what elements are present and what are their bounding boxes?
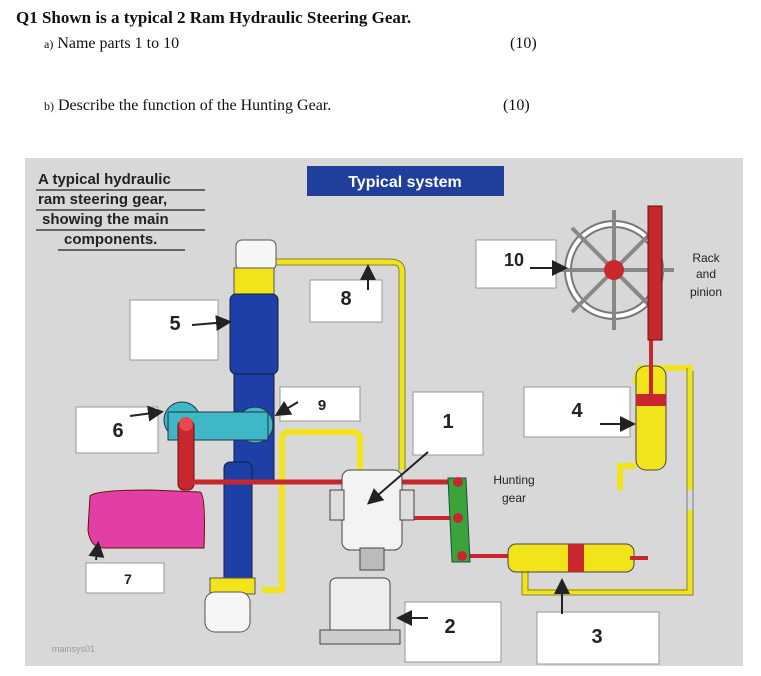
answer-box-6[interactable] <box>75 406 159 454</box>
part-number-8: 8 <box>340 288 351 310</box>
answer-box-7[interactable] <box>85 562 165 594</box>
answer-box-10[interactable] <box>475 239 557 289</box>
part-number-10: 10 <box>504 250 524 270</box>
part-number-4: 4 <box>571 400 583 422</box>
hunting-gear-label: Hunting gear <box>493 473 534 505</box>
rack-pinion-label: Rack and pinion <box>690 251 722 299</box>
part-number-3: 3 <box>591 626 602 648</box>
steering-gear-diagram: A typical hydraulic ram steering gear, s… <box>25 158 743 666</box>
answer-box-2[interactable] <box>404 601 502 663</box>
part-b: b) Describe the function of the Hunting … <box>44 97 331 115</box>
part-b-text: Describe the function of the Hunting Gea… <box>58 97 332 114</box>
part-a-marks: (10) <box>510 35 537 52</box>
question-title: Q1 Shown is a typical 2 Ram Hydraulic St… <box>16 8 412 27</box>
answer-box-1[interactable] <box>412 391 484 456</box>
oil-tank <box>87 489 205 549</box>
diagram-caption: A typical hydraulic ram steering gear, s… <box>38 171 171 248</box>
motor-unit <box>319 577 401 645</box>
telemotor-receiver <box>507 543 648 573</box>
hunting-label-2: gear <box>502 491 526 505</box>
answer-box-3[interactable] <box>536 611 660 665</box>
pump-unit <box>329 469 415 571</box>
rack <box>647 205 663 341</box>
watermark: mainsys01 <box>52 644 95 654</box>
part-b-letter: b) <box>44 99 54 113</box>
part-number-7: 7 <box>124 571 132 587</box>
telemotor-transmitter <box>635 340 667 471</box>
pointer-arrows <box>88 260 636 626</box>
answer-box-8[interactable] <box>309 279 383 323</box>
caption-line-1: A typical hydraulic <box>38 171 171 188</box>
banner-text: Typical system <box>348 174 462 191</box>
rudder-actuator <box>163 401 274 491</box>
caption-line-4: components. <box>64 231 157 248</box>
caption-line-3: showing the main <box>42 211 169 228</box>
hunting-label-1: Hunting <box>493 473 534 487</box>
answer-box-5[interactable] <box>129 299 219 361</box>
part-number-2: 2 <box>444 616 455 638</box>
typical-system-banner <box>307 166 504 196</box>
part-a: a) Name parts 1 to 10 <box>44 35 179 53</box>
rack-label-1: Rack <box>692 251 720 265</box>
part-number-6: 6 <box>112 420 123 442</box>
part-number-9: 9 <box>318 397 326 414</box>
rack-label-3: pinion <box>690 285 722 299</box>
part-number-1: 1 <box>442 411 453 433</box>
steering-wheel <box>554 205 674 341</box>
answer-box-4[interactable] <box>523 386 631 438</box>
part-number-5: 5 <box>169 313 180 335</box>
rack-label-2: and <box>696 267 716 281</box>
part-b-marks: (10) <box>503 97 530 114</box>
caption-line-2: ram steering gear, <box>38 191 167 208</box>
part-a-text: Name parts 1 to 10 <box>57 35 180 52</box>
part-a-letter: a) <box>44 37 54 51</box>
